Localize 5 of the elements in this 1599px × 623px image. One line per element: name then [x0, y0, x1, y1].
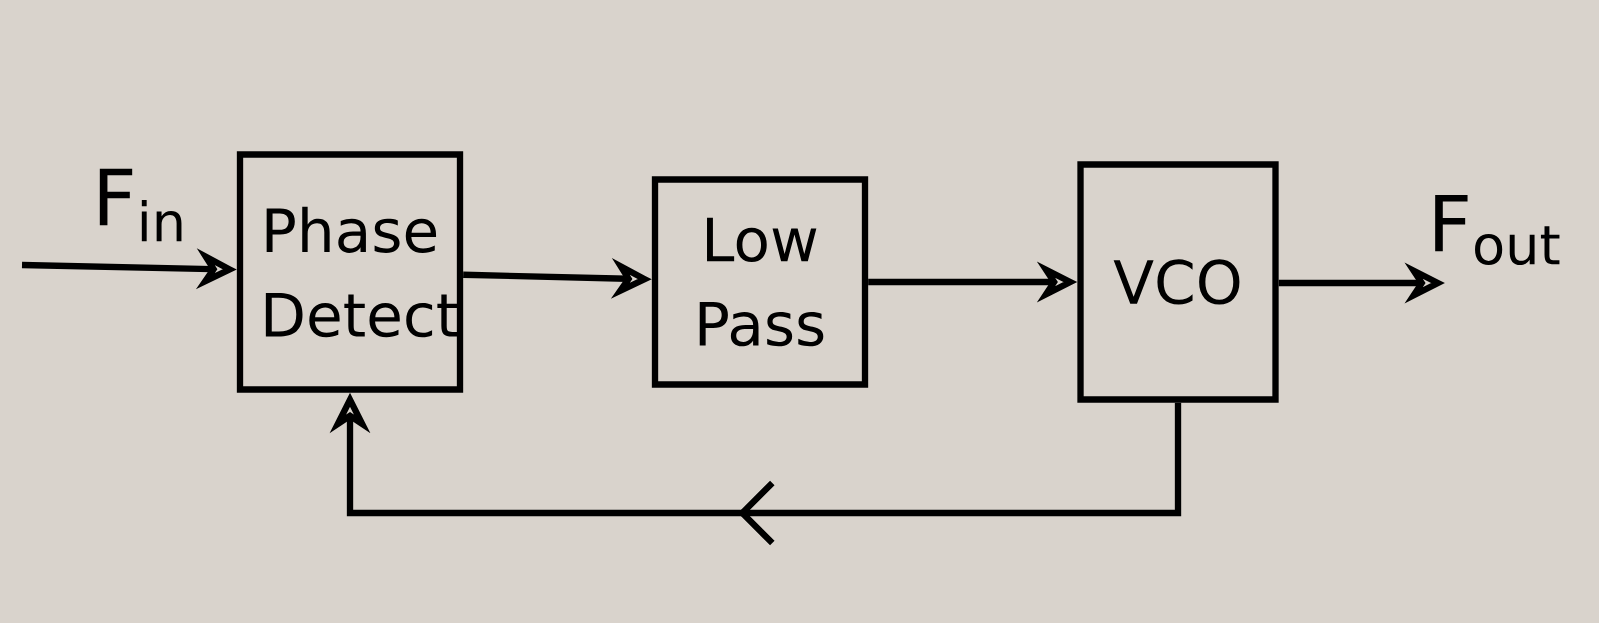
process-box: Phase Detect [236, 151, 464, 393]
edge-label: F$_{out}$ [1435, 194, 1560, 265]
process-box: VCO [1077, 161, 1279, 403]
edge-label: F$_{in}$ [99, 168, 182, 242]
process-box: Low Pass [651, 176, 869, 388]
